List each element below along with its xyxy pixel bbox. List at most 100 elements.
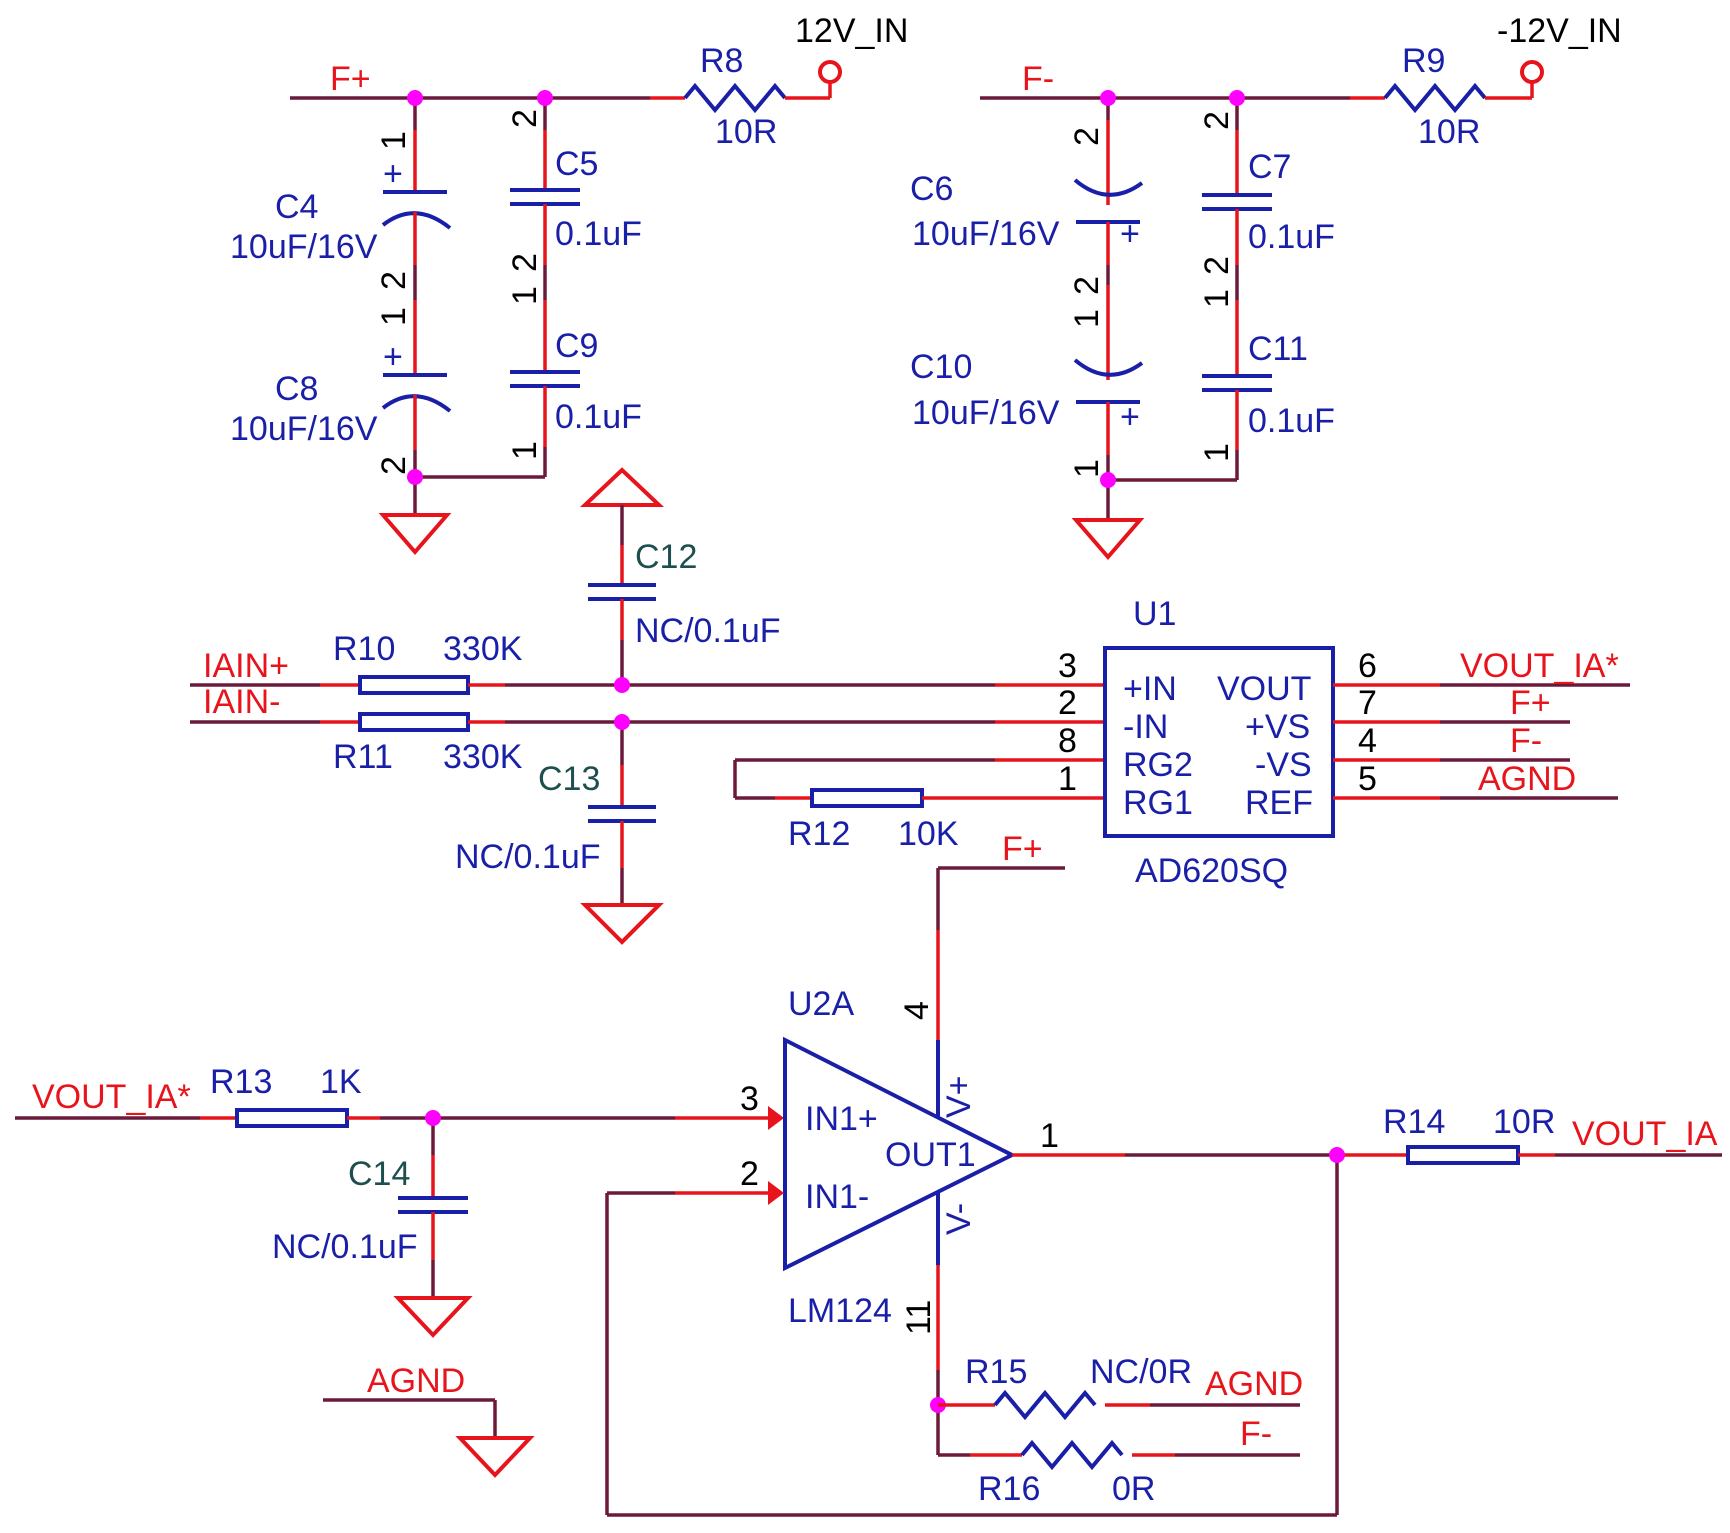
r15-ref: R15 (965, 1353, 1027, 1391)
net-vout-ia: VOUT_IA (1572, 1115, 1718, 1153)
r8-resistor (683, 82, 787, 114)
r9-ref: R9 (1402, 42, 1445, 80)
ground-symbol (455, 1436, 535, 1478)
r11-value: 330K (443, 738, 523, 776)
u2a-vplus: V+ (940, 1075, 978, 1118)
c6-ref: C6 (910, 170, 953, 208)
c8-value: 10uF/16V (230, 410, 378, 448)
net-fplus-top: F+ (330, 60, 371, 98)
r15-value: NC/0R (1090, 1353, 1192, 1391)
pin-num: 2 (506, 253, 544, 272)
polarity-plus: + (383, 338, 403, 376)
12v-in-port (818, 60, 842, 84)
u1-pin-rg1: RG1 (1123, 784, 1193, 822)
u1-pin-plus-in: +IN (1123, 670, 1177, 708)
u1-pin-4: 4 (1358, 722, 1377, 760)
pin-num: 2 (375, 456, 413, 475)
r12-value: 10K (898, 815, 959, 853)
c14-value: NC/0.1uF (272, 1228, 418, 1266)
r16-resistor (1020, 1439, 1124, 1471)
r9-value: 10R (1418, 113, 1480, 151)
r14-value: 10R (1493, 1103, 1555, 1141)
net-iain-plus: IAIN+ (203, 647, 289, 685)
r10-ref: R10 (333, 630, 395, 668)
ground-symbol (393, 1296, 473, 1338)
ground-symbol (580, 903, 664, 945)
neg-12v-in-port (1520, 60, 1544, 84)
c10-ref: C10 (910, 348, 972, 386)
c5-value: 0.1uF (555, 215, 642, 253)
pin-num: 2 (1198, 256, 1236, 275)
ground-symbol-top (579, 467, 665, 507)
c6-value: 10uF/16V (912, 215, 1060, 253)
net-agnd-r15: AGND (1205, 1365, 1303, 1403)
c12-ref: C12 (635, 538, 697, 576)
c11-ref: C11 (1248, 330, 1308, 368)
u2a-in-minus: IN1- (805, 1178, 869, 1216)
r13-ref: R13 (210, 1063, 272, 1101)
pin-num: 1 (1198, 443, 1236, 462)
u2a-pin-2: 2 (740, 1155, 759, 1193)
r9-resistor (1383, 82, 1487, 114)
r13-value: 1K (320, 1063, 362, 1101)
c7-ref: C7 (1248, 148, 1291, 186)
u2a-ref: U2A (788, 985, 854, 1023)
r15-resistor (993, 1389, 1097, 1421)
pin-num: 1 (1068, 459, 1106, 478)
c6-capacitor (1073, 178, 1144, 197)
c7-value: 0.1uF (1248, 218, 1335, 256)
net-vout-ia-star-in: VOUT_IA* (32, 1078, 191, 1116)
c14-ref: C14 (348, 1155, 410, 1193)
net-agnd-left: AGND (367, 1362, 465, 1400)
r8-value: 10R (715, 113, 777, 151)
u2a-out: OUT1 (885, 1136, 976, 1174)
u2a-part: LM124 (788, 1292, 892, 1330)
u2a-pin-11: 11 (900, 1300, 938, 1335)
c11-value: 0.1uF (1248, 402, 1335, 440)
net-u1-agnd: AGND (1478, 760, 1576, 798)
pin-num: 2 (1198, 111, 1236, 130)
r12-resistor (810, 788, 924, 808)
pin-num: 1 (375, 131, 413, 150)
r11-resistor (358, 712, 470, 732)
net-fminus-r16: F- (1240, 1415, 1272, 1453)
pin-num: 1 (506, 286, 544, 305)
ground-symbol (378, 513, 452, 556)
r13-resistor (235, 1108, 349, 1128)
c13-ref: C13 (538, 760, 600, 798)
pin-num: 1 (375, 307, 413, 326)
r10-resistor (358, 675, 470, 695)
u2a-pin-3: 3 (740, 1080, 759, 1118)
r16-value: 0R (1112, 1470, 1155, 1508)
u1-pin-8: 8 (1058, 722, 1077, 760)
net-vout-ia-star-u1: VOUT_IA* (1460, 647, 1619, 685)
u1-pin-6: 6 (1358, 647, 1377, 685)
u2a-in-plus: IN1+ (805, 1100, 878, 1138)
u1-pin-5: 5 (1358, 760, 1377, 798)
u1-ad620-body (1103, 646, 1335, 838)
instrumentation-amp-section (190, 467, 1630, 945)
r11-ref: R11 (333, 738, 393, 776)
u2a-pin-1: 1 (1040, 1117, 1059, 1155)
c4-ref: C4 (275, 188, 318, 226)
net-fminus-top: F- (1022, 60, 1054, 98)
u1-pin-plus-vs: +VS (1245, 708, 1310, 746)
u1-pin-7: 7 (1358, 684, 1377, 722)
r16-ref: R16 (978, 1470, 1040, 1508)
u1-pin-rg2: RG2 (1123, 746, 1193, 784)
c10-value: 10uF/16V (912, 394, 1060, 432)
polarity-plus: + (1120, 398, 1140, 436)
pin-num: 2 (375, 271, 413, 290)
pin-num: 1 (1198, 289, 1236, 308)
u1-pin-ref: REF (1245, 784, 1313, 822)
u2a-lm124-body (783, 1036, 1017, 1272)
c5-ref: C5 (555, 145, 598, 183)
u2a-vminus: V- (940, 1203, 978, 1235)
r12-ref: R12 (788, 815, 850, 853)
c10-capacitor (1073, 358, 1144, 377)
u1-pin-minus-vs: -VS (1255, 746, 1312, 784)
pin-num: 2 (1068, 276, 1106, 295)
pos-supply-filter (290, 60, 842, 556)
